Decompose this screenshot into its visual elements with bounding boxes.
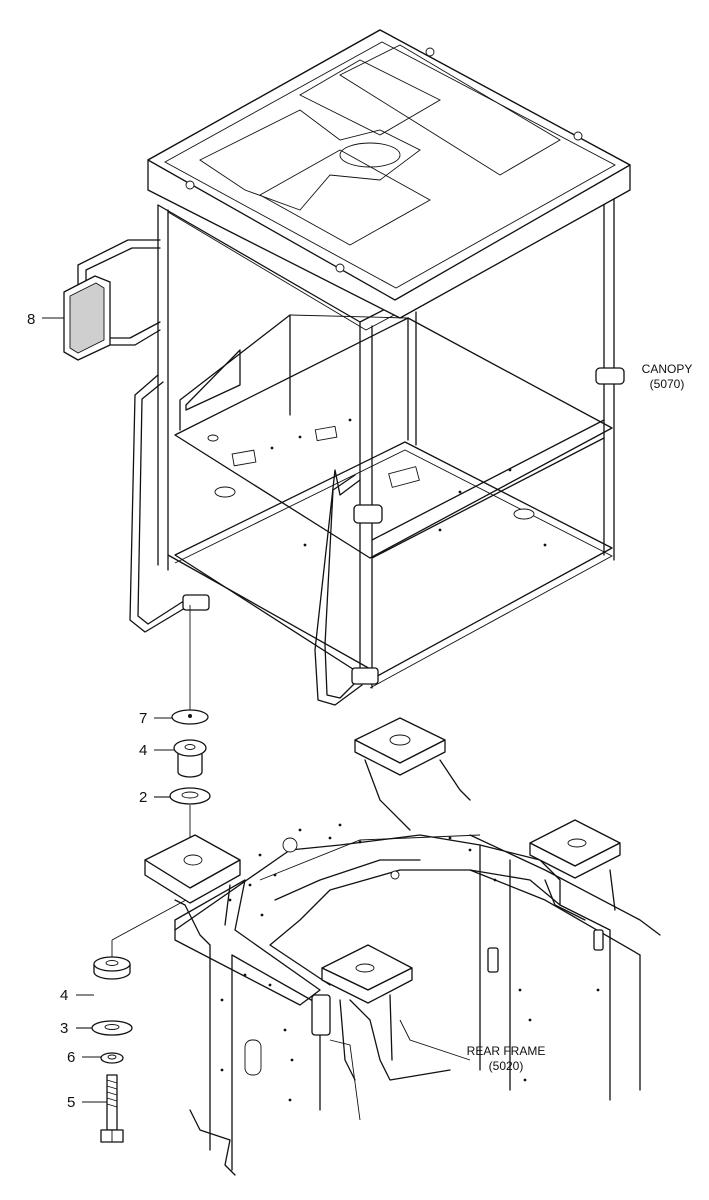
assembly-labels: CANOPY (5070) REAR FRAME (5020) bbox=[467, 362, 693, 1073]
upper-mount-part bbox=[173, 739, 207, 778]
mount-pad-right bbox=[529, 819, 621, 921]
spring-washer-part bbox=[100, 1052, 124, 1064]
fastener-stack bbox=[91, 605, 211, 1143]
rear-frame-code: (5020) bbox=[489, 1059, 524, 1073]
canopy-roof bbox=[147, 29, 631, 319]
plate-part bbox=[171, 709, 209, 725]
washer-part bbox=[169, 787, 211, 805]
callout-4-upper: 4 bbox=[139, 742, 147, 759]
mirror bbox=[63, 239, 161, 361]
callout-7: 7 bbox=[139, 710, 147, 727]
floor-holes bbox=[207, 418, 547, 547]
callout-2: 2 bbox=[139, 789, 147, 806]
leader-lines bbox=[42, 317, 174, 1103]
rear-frame-name: REAR FRAME bbox=[467, 1044, 546, 1058]
canopy-name: CANOPY bbox=[642, 362, 693, 376]
washer-part-lower bbox=[91, 1020, 133, 1036]
callout-3: 3 bbox=[60, 1020, 68, 1037]
frame-holes bbox=[220, 823, 600, 1102]
mount-pad-center bbox=[321, 944, 413, 1081]
mount-pad-upper bbox=[354, 717, 471, 831]
bolt-part bbox=[100, 1074, 124, 1143]
canopy-code: (5070) bbox=[650, 377, 685, 391]
rear-frame-assembly bbox=[144, 717, 661, 1176]
callout-8: 8 bbox=[27, 311, 35, 328]
lower-mount-part bbox=[93, 956, 131, 980]
callout-5: 5 bbox=[67, 1094, 75, 1111]
mount-pad-left bbox=[144, 834, 241, 946]
callout-4-lower: 4 bbox=[60, 987, 68, 1004]
callout-6: 6 bbox=[67, 1049, 75, 1066]
canopy-assembly bbox=[129, 29, 631, 706]
callout-labels: 8 7 4 2 4 3 6 5 bbox=[27, 311, 147, 1111]
grab-handles bbox=[129, 374, 363, 706]
